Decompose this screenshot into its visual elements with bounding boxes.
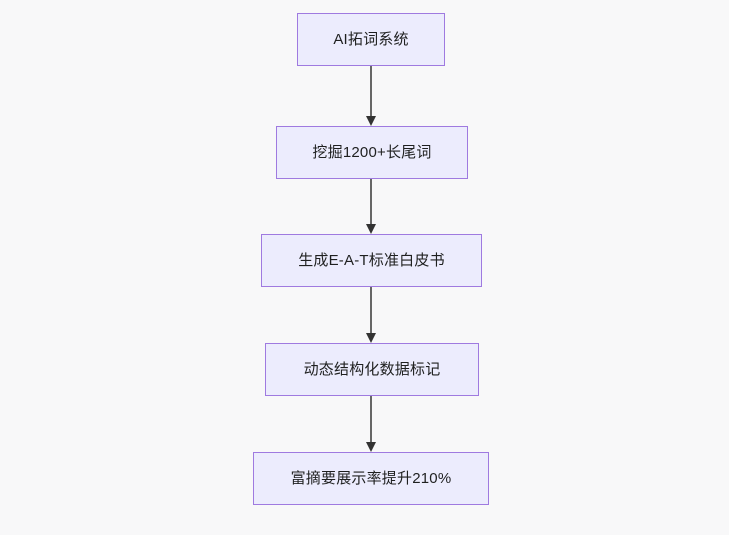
flow-node-label: 挖掘1200+长尾词 [312,143,432,161]
flow-node-ai-keyword-system[interactable]: AI拓词系统 [297,13,445,66]
flow-node-label: 富摘要展示率提升210% [290,469,452,487]
edge-connector-4-5 [366,396,376,452]
edge-connector-3-4 [366,287,376,343]
flow-node-label: 生成E-A-T标准白皮书 [298,251,445,269]
arrowhead-icon [366,224,376,234]
flow-node-label: 动态结构化数据标记 [303,360,441,378]
arrowhead-icon [366,442,376,452]
edge-connector-2-3 [366,179,376,234]
flow-node-dynamic-structured-data-markup[interactable]: 动态结构化数据标记 [265,343,479,396]
flow-node-label: AI拓词系统 [333,30,409,48]
flow-node-rich-snippet-impression-lift[interactable]: 富摘要展示率提升210% [253,452,489,505]
flow-node-generate-eat-whitepaper[interactable]: 生成E-A-T标准白皮书 [261,234,482,287]
arrowhead-icon [366,116,376,126]
arrowhead-icon [366,333,376,343]
flow-node-mine-longtail-keywords[interactable]: 挖掘1200+长尾词 [276,126,468,179]
edge-connector-1-2 [366,66,376,126]
